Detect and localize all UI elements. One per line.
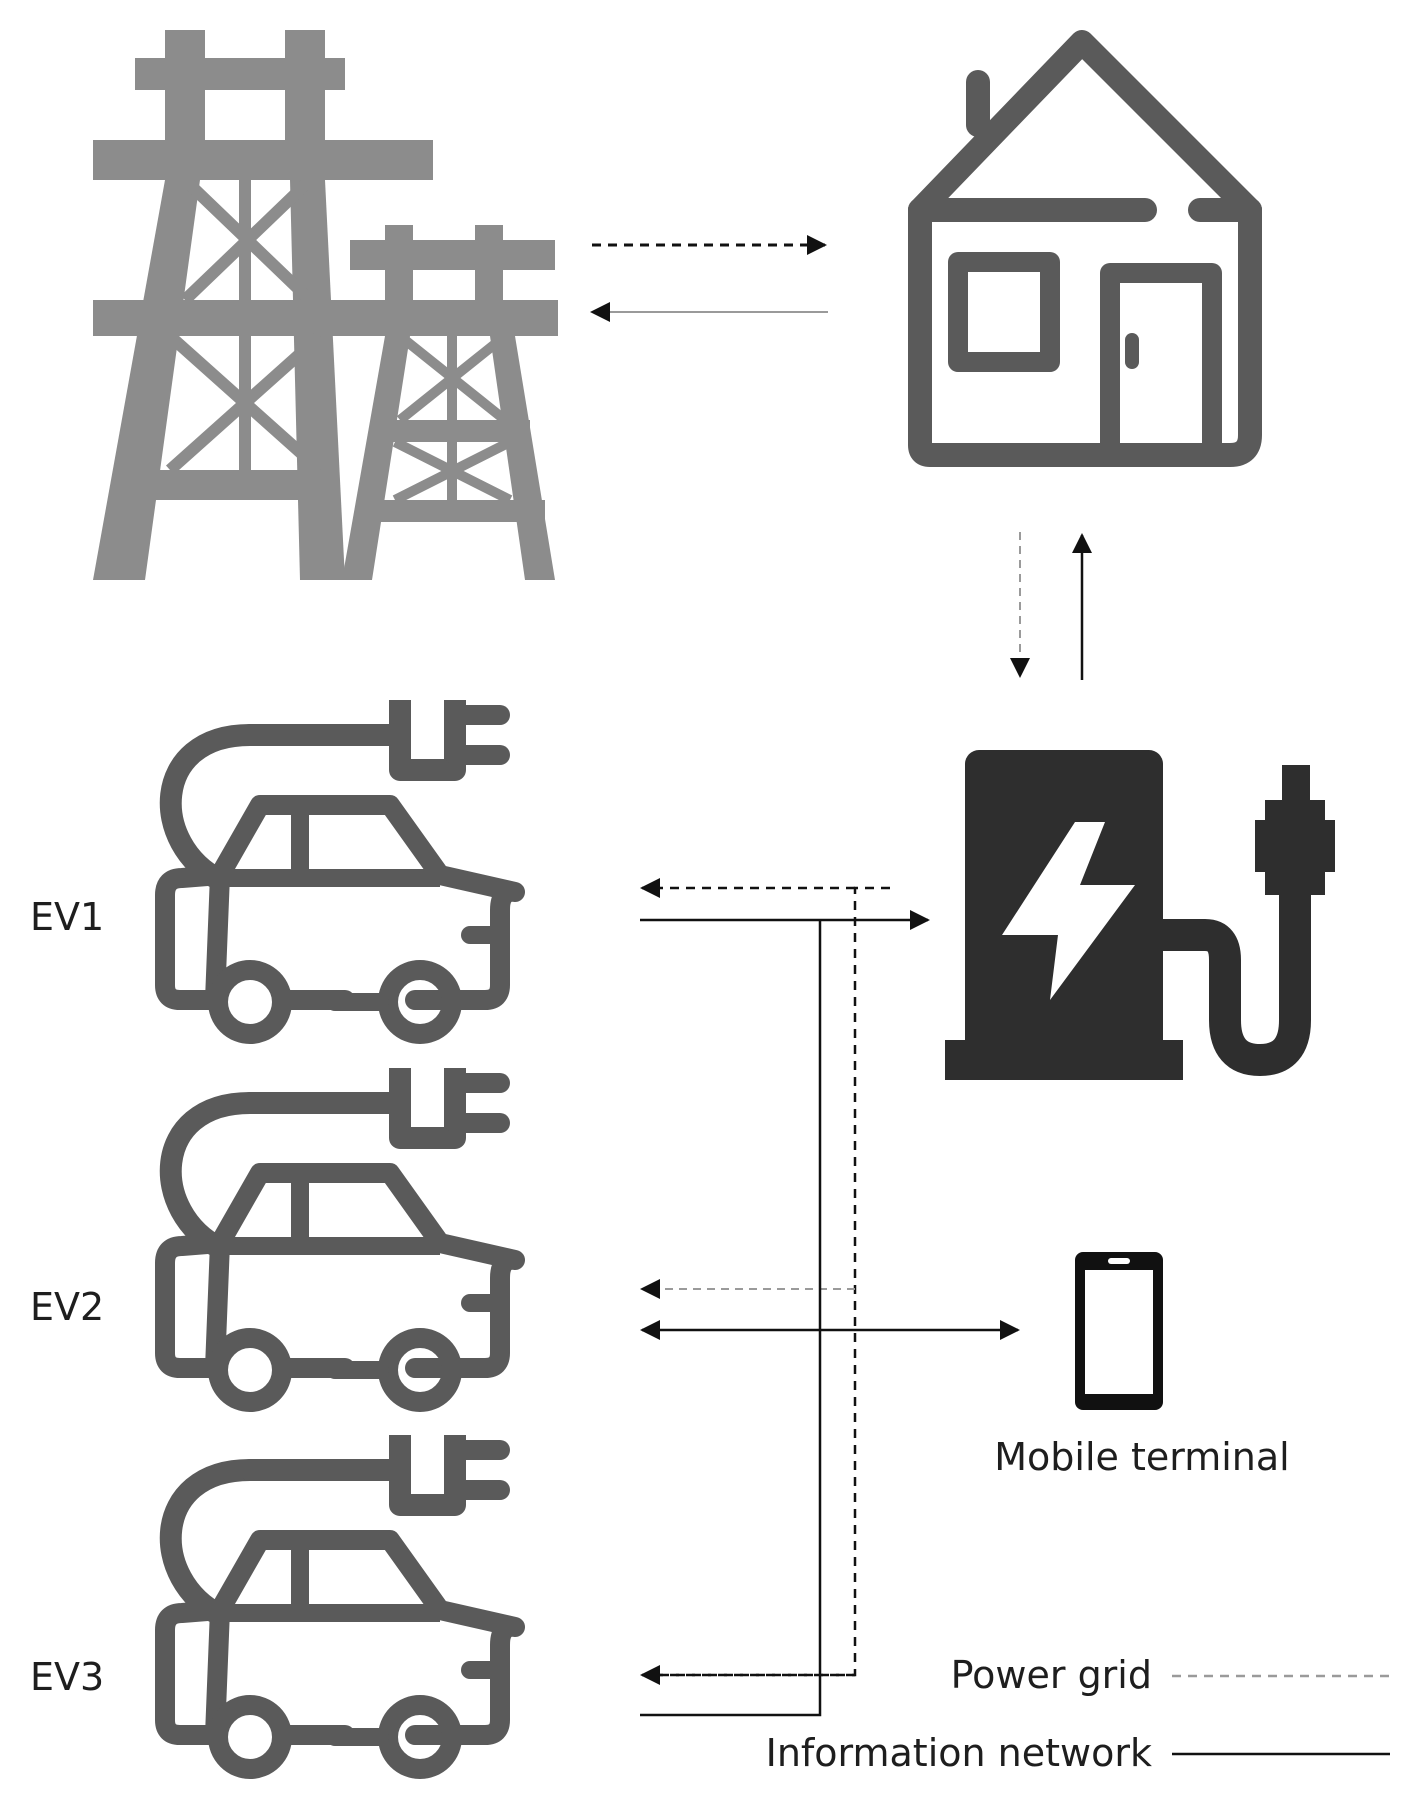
- power-grid-bus: [640, 878, 890, 1685]
- charging-station-icon: [945, 750, 1335, 1080]
- ev-label: EV1: [30, 895, 104, 939]
- information-network-bus: [640, 910, 1020, 1717]
- transmission-tower-icon: [93, 30, 558, 580]
- electric-car-icon: [165, 1435, 515, 1769]
- legend-power-grid-label: Power grid: [951, 1653, 1152, 1697]
- mobile-terminal-label: Mobile terminal: [994, 1435, 1289, 1479]
- house-icon: [908, 30, 1262, 467]
- electric-car-icon: [165, 700, 515, 1034]
- legend-information-network-label: Information network: [766, 1731, 1152, 1775]
- ev-label: EV2: [30, 1285, 104, 1329]
- ev-label: EV3: [30, 1655, 104, 1699]
- mobile-phone-icon: [1075, 1252, 1163, 1410]
- legend: Power grid Information network: [766, 1653, 1390, 1775]
- electric-car-icon: [165, 1068, 515, 1402]
